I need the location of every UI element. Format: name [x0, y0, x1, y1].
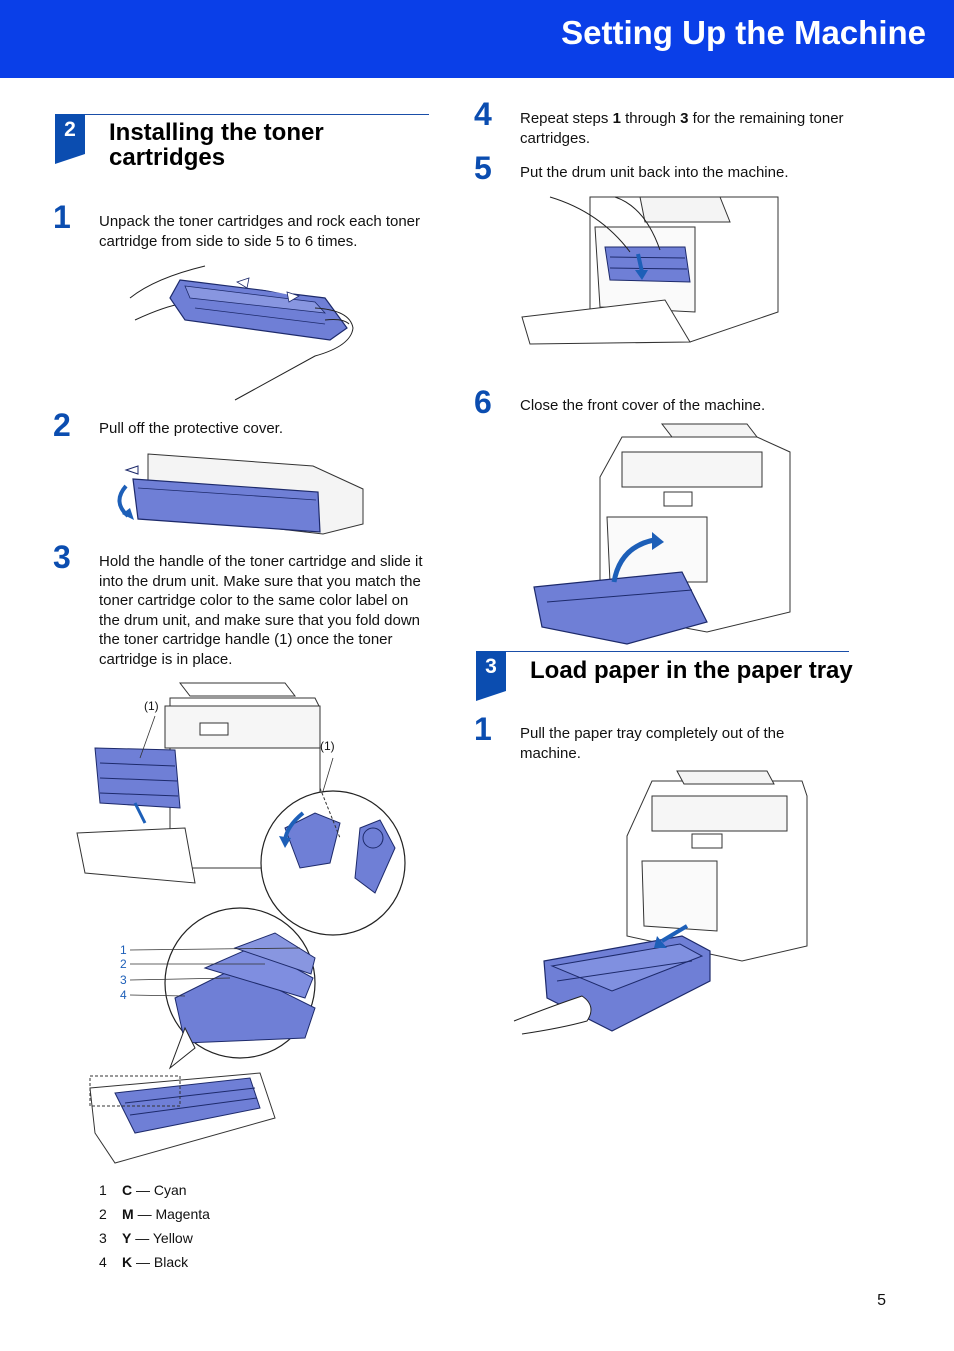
page-number: 5 — [877, 1292, 886, 1309]
section-2-title-line2: cartridges — [109, 144, 226, 171]
section-3-number: 3 — [476, 651, 506, 701]
section-3-title: Load paper in the paper tray — [530, 657, 853, 684]
step-number: 6 — [474, 384, 492, 420]
color-code: K — [122, 1254, 133, 1270]
step-text: Pull the paper tray completely out of th… — [520, 725, 785, 762]
figure-rock-cartridge — [129, 265, 354, 401]
color-name: — Magenta — [137, 1206, 210, 1222]
figure-insert-toner: (1) (1) 1 2 3 4 — [76, 682, 406, 1164]
step-text: Put the drum unit back into the machine. — [520, 164, 789, 181]
step-text-part: for the remaining toner cartridges. — [520, 110, 844, 147]
step-number: 1 — [474, 711, 492, 747]
step-number: 2 — [53, 407, 71, 443]
color-index: 1 — [99, 1182, 107, 1198]
step-text-part: Repeat steps — [520, 110, 613, 127]
step-text: Unpack the toner cartridges and rock eac… — [99, 213, 421, 250]
figure-label: 4 — [120, 988, 127, 1002]
color-code: C — [122, 1182, 133, 1198]
figure-callout: (1) — [144, 699, 159, 713]
step-number: 1 — [53, 199, 71, 235]
color-index: 4 — [99, 1254, 107, 1270]
page-title: Setting Up the Machine — [561, 14, 926, 51]
step-ref: 1 — [612, 110, 621, 127]
step-ref: 3 — [680, 110, 689, 127]
step-text-part: through — [620, 110, 681, 127]
step-number: 4 — [474, 96, 492, 132]
color-name: — Cyan — [136, 1182, 187, 1198]
step-text: Repeat steps 1 through 3 for the remaini… — [520, 109, 850, 148]
figure-drum-back — [521, 196, 779, 345]
section-2-title: Installing the toner cartridges — [109, 120, 324, 170]
section-3-rule — [476, 651, 849, 652]
section-2-number: 2 — [55, 114, 85, 164]
step-text: Pull off the protective cover. — [99, 420, 283, 437]
figure-label: 3 — [120, 973, 127, 987]
section-2-rule — [55, 114, 429, 115]
color-name: — Yellow — [135, 1230, 193, 1246]
step-text: Close the front cover of the machine. — [520, 397, 766, 414]
color-code: M — [122, 1206, 134, 1222]
step-number: 5 — [474, 150, 492, 186]
color-index: 3 — [99, 1230, 107, 1246]
section-2-title-line1: Installing the toner — [109, 119, 324, 146]
header-banner: Setting Up the Machine — [0, 0, 954, 78]
figure-paper-tray — [513, 770, 808, 1035]
figure-close-cover — [533, 423, 791, 645]
step-number: 3 — [53, 539, 71, 575]
figure-label: 2 — [120, 957, 127, 971]
color-code: Y — [122, 1230, 132, 1246]
figure-label: 1 — [120, 943, 127, 957]
color-index: 2 — [99, 1206, 107, 1222]
step-text: Hold the handle of the toner cartridge a… — [99, 553, 423, 668]
color-name: — Black — [136, 1254, 189, 1270]
figure-protective-cover — [117, 453, 364, 535]
figure-callout: (1) — [320, 739, 335, 753]
